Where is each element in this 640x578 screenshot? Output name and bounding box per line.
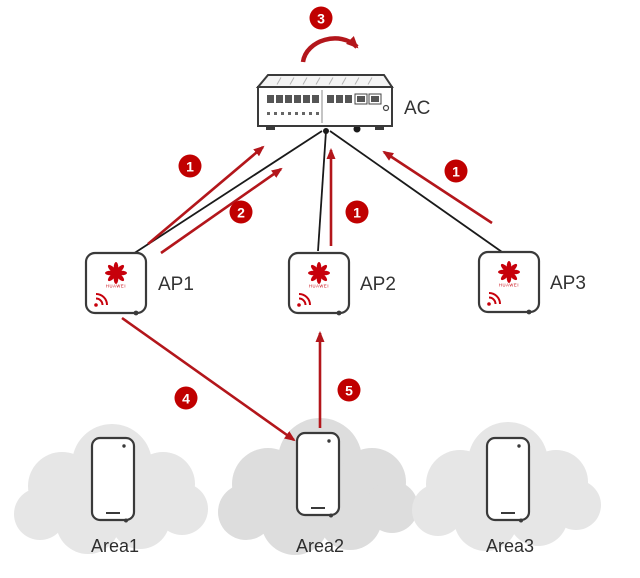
flow-arrows — [121, 145, 493, 442]
ap1-device-icon — [84, 251, 148, 317]
area3-label: Area3 — [485, 536, 535, 556]
step-badge-2-ap1: 2 — [229, 200, 253, 224]
arrow-step1-ap1-to-ac — [147, 145, 265, 245]
area2-label: Area2 — [295, 536, 345, 556]
arrow-step1-ap3-to-ac — [382, 150, 493, 225]
step-badge-1-ap1: 1 — [178, 154, 202, 178]
ap2-label: AP2 — [360, 274, 396, 295]
link-junction-dot — [323, 128, 329, 134]
step-badge-5-area2-ap2: 5 — [337, 378, 361, 402]
area3-phone-icon — [485, 436, 531, 524]
arrow-step4-ap1-to-area2 — [121, 316, 296, 442]
ac-ports — [267, 95, 352, 103]
area1-phone-icon — [90, 436, 136, 524]
area2-phone-icon — [295, 431, 341, 519]
ap3-device-icon — [477, 250, 541, 316]
wired-links — [132, 130, 503, 255]
link-ac-ap1 — [132, 130, 323, 255]
ac-port-dot — [353, 125, 361, 133]
step-badge-4-ap1-area2: 4 — [174, 386, 198, 410]
curved-restart-arrow-icon — [300, 36, 359, 63]
step-badge-1-ap2: 1 — [345, 200, 369, 224]
ap2-device-icon — [287, 251, 351, 317]
link-ac-ap3 — [329, 130, 503, 253]
ap3-label: AP3 — [550, 273, 586, 294]
ap1-label: AP1 — [158, 274, 194, 295]
step-badge-3-ac-loop: 3 — [309, 6, 333, 30]
link-ac-ap2 — [317, 130, 327, 252]
arrow-step2-ap1-to-ac — [160, 167, 283, 255]
ac-label: AC — [404, 98, 431, 119]
step-badge-1-ap3: 1 — [444, 159, 468, 183]
area1-label: Area1 — [90, 536, 140, 556]
ac-switch-icon — [255, 74, 394, 130]
